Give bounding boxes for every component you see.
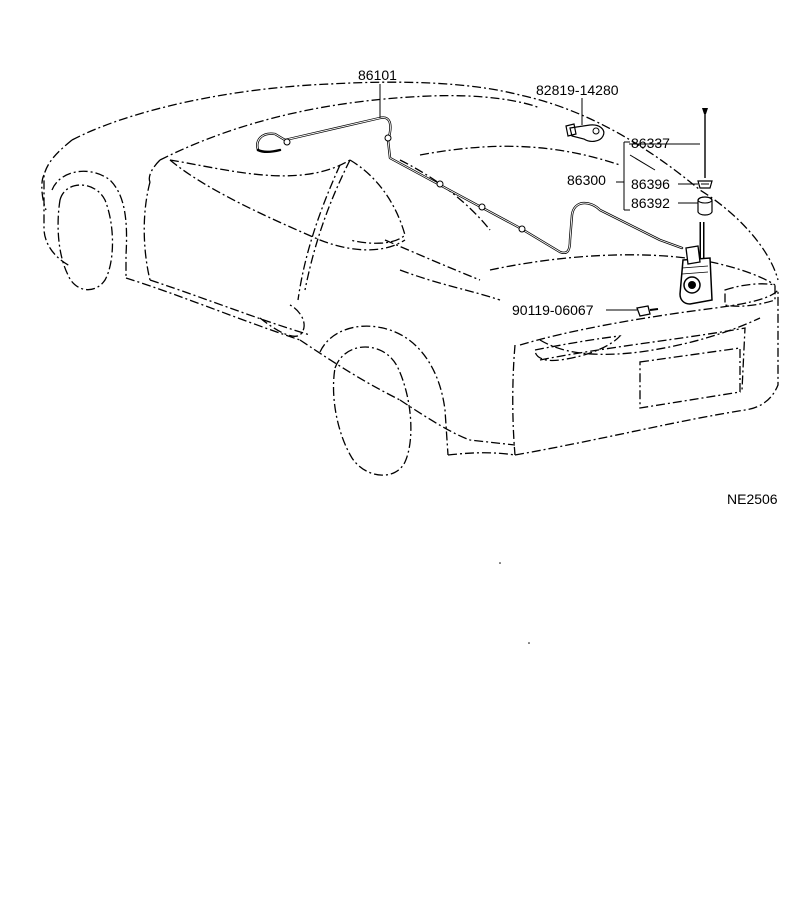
antenna-rod-86337[interactable] — [702, 108, 708, 178]
feeder-cable-86101[interactable] — [256, 116, 684, 254]
label-82819-14280: 82819-14280 — [536, 82, 619, 98]
car-body-outline — [41, 81, 779, 476]
leader-lines — [379, 84, 700, 311]
label-86300: 86300 — [567, 172, 606, 188]
speck — [499, 562, 501, 564]
label-86396: 86396 — [631, 176, 670, 192]
cushion-86392[interactable] — [697, 196, 713, 216]
label-86392: 86392 — [631, 195, 670, 211]
label-86337: 86337 — [631, 135, 670, 151]
antenna-motor-assy-86300[interactable] — [679, 222, 713, 305]
label-90119-06067: 90119-06067 — [512, 302, 594, 318]
label-86101: 86101 — [358, 67, 397, 83]
bolt-90119-06067[interactable] — [636, 305, 659, 317]
clamp-82819-14280[interactable] — [565, 123, 605, 142]
nut-86396[interactable] — [697, 180, 713, 189]
diagram-code: NE2506 — [727, 491, 778, 507]
speck — [528, 642, 530, 644]
